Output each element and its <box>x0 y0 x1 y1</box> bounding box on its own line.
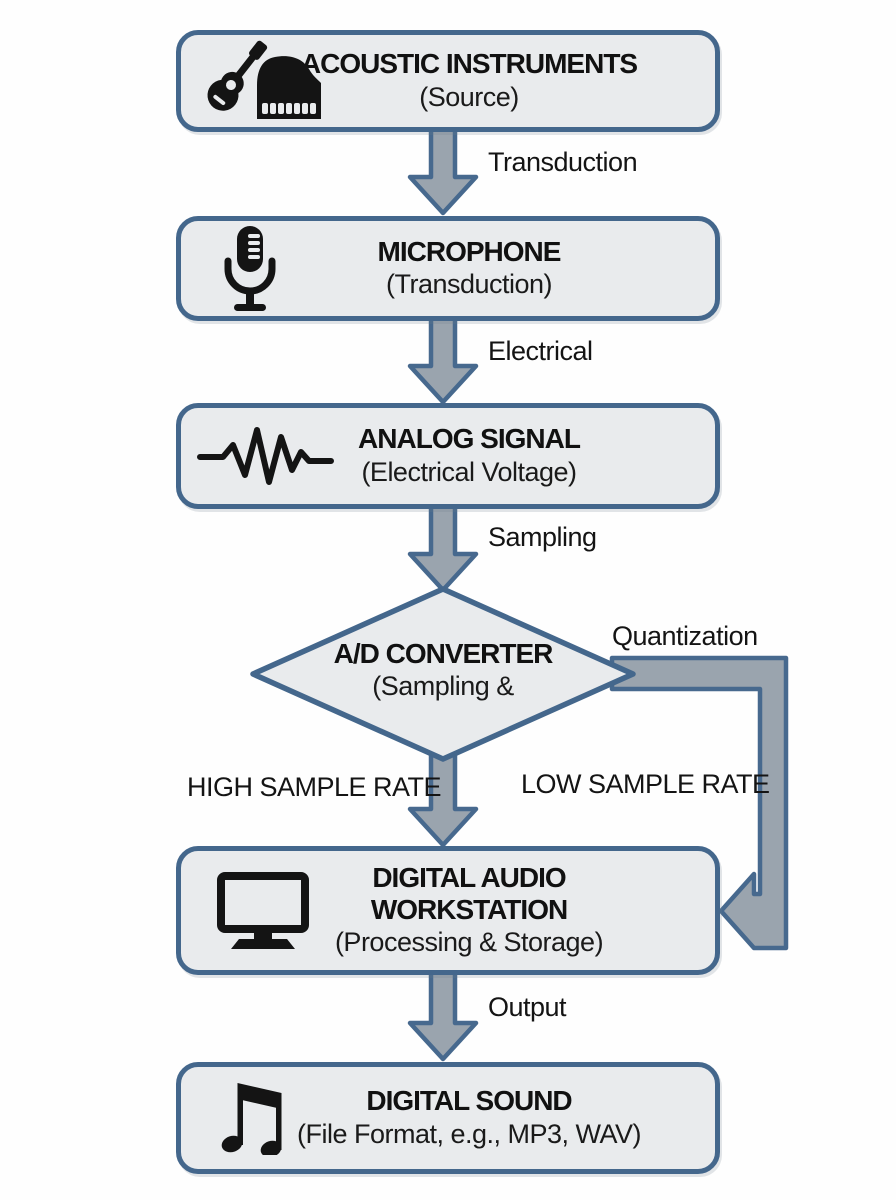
node-title: ANALOG SIGNAL <box>358 423 581 455</box>
node-ad-converter: A/D CONVERTER (Sampling & <box>263 638 623 703</box>
quantization-feedback-arrow <box>609 655 789 951</box>
node-title: DIGITAL AUDIO WORKSTATION <box>370 862 568 925</box>
node-acoustic-instruments: ACOUSTIC INSTRUMENTS (Source) <box>176 30 720 132</box>
edge-label-sampling: Sampling <box>488 522 597 552</box>
node-digital-audio-workstation: DIGITAL AUDIO WORKSTATION (Processing & … <box>176 846 720 975</box>
node-microphone: MICROPHONE (Transduction) <box>176 216 720 321</box>
node-subtitle: (Electrical Voltage) <box>361 456 577 487</box>
node-digital-sound: DIGITAL SOUND (File Format, e.g., MP3, W… <box>176 1062 720 1174</box>
down-arrow-high-sample-rate <box>407 745 479 848</box>
node-subtitle: (Source) <box>419 81 519 112</box>
waveform-icon <box>197 425 345 487</box>
edge-label-output: Output <box>488 992 567 1022</box>
edge-label-transduction: Transduction <box>488 147 638 177</box>
edge-label-quantization: Quantization <box>612 621 758 651</box>
node-subtitle: (Transduction) <box>385 269 553 300</box>
down-arrow-sampling <box>407 499 479 593</box>
node-subtitle: (Processing & Storage) <box>334 926 604 957</box>
node-title: ACOUSTIC INSTRUMENTS <box>300 48 638 80</box>
guitar-piano-icon <box>197 39 325 123</box>
down-arrow-transduction <box>407 123 479 216</box>
node-text: DIGITAL SOUND (File Format, e.g., MP3, W… <box>181 1067 715 1169</box>
down-arrow-electrical <box>407 311 479 405</box>
node-text: ANALOG SIGNAL (Electrical Voltage) <box>181 408 715 504</box>
node-text: ACOUSTIC INSTRUMENTS (Source) <box>181 35 715 127</box>
computer-icon <box>215 871 311 951</box>
node-title: MICROPHONE <box>377 235 562 267</box>
microphone-icon <box>223 225 277 313</box>
down-arrow-output <box>407 967 479 1062</box>
node-text: MICROPHONE (Transduction) <box>181 221 715 316</box>
node-title: DIGITAL SOUND <box>366 1085 572 1117</box>
node-title: A/D CONVERTER <box>333 638 554 669</box>
decision-diamond-shape <box>250 586 636 762</box>
edge-label-high-sample-rate: HIGH SAMPLE RATE <box>187 772 442 802</box>
music-note-icon <box>221 1081 283 1158</box>
node-text: DIGITAL AUDIO WORKSTATION (Processing & … <box>181 851 715 970</box>
node-subtitle: (Sampling & <box>372 671 514 702</box>
node-analog-signal: ANALOG SIGNAL (Electrical Voltage) <box>176 403 720 509</box>
node-subtitle: (File Format, e.g., MP3, WAV) <box>296 1118 642 1149</box>
edge-label-low-sample-rate: LOW SAMPLE RATE <box>521 769 770 799</box>
edge-label-electrical: Electrical <box>488 336 593 366</box>
